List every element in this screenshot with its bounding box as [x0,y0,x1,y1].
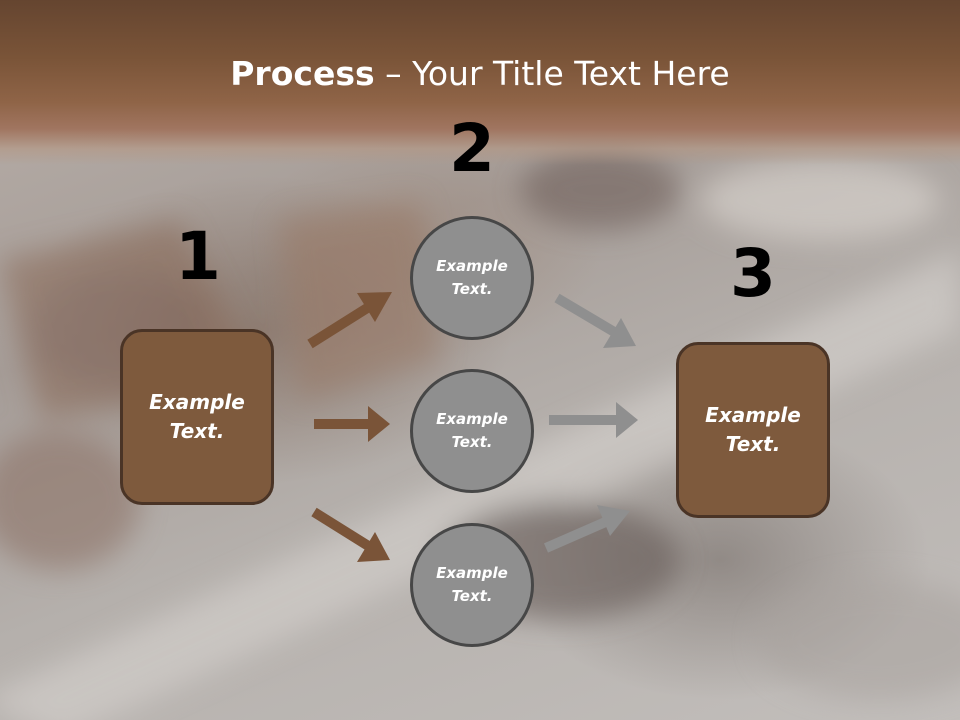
arrow-1-to-circle-middle [314,406,390,442]
arrow-circle-bottom-to-3 [543,505,630,553]
arrow-circle-top-to-3 [554,293,636,348]
step-number-2: 2 [449,110,495,187]
arrow-1-to-circle-top [307,292,392,349]
step-number-3: 3 [730,235,776,312]
title-bold-word: Process [230,54,375,93]
title-rest: – Your Title Text Here [374,54,730,93]
arrow-1-to-circle-bottom [311,507,390,562]
header-band [0,0,960,165]
step-number-1: 1 [175,218,221,295]
arrow-circle-middle-to-3 [549,402,638,438]
slide-title: Process – Your Title Text Here [0,52,960,96]
